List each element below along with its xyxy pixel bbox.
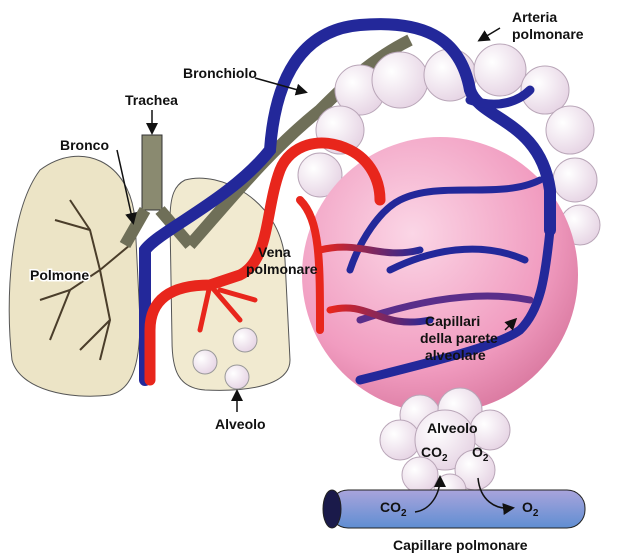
bronchial-tree [39,199,131,361]
label-trachea: Trachea [125,92,178,108]
label-bronco: Bronco [60,137,109,153]
left-lung [8,155,141,397]
label-arteria-2: polmonare [512,26,584,42]
label-vena-1: Vena [258,244,291,260]
label-capillare: Capillare polmonare [393,537,528,553]
gas-co2-capillare: CO2 [380,499,407,519]
alveolar-cluster [297,43,601,246]
bronchiole-tube [185,34,413,249]
small-alveoli [192,327,258,390]
label-alveolo-right: Alveolo [427,420,478,436]
pulmonary-capillary [322,489,586,529]
pulmonary-vein [144,137,386,386]
label-arteria-1: Arteria [512,9,557,25]
gas-co2-alveolo: CO2 [421,444,448,464]
leader-lines [116,27,518,412]
label-capillari-1: Capillari [425,313,480,329]
label-alveolo-left: Alveolo [215,416,266,432]
label-bronchiolo: Bronchiolo [183,65,257,81]
gas-o2-alveolo: O2 [472,444,489,464]
label-capillari-3: alveolare [425,347,486,363]
trachea [119,34,413,249]
label-polmone: Polmone [30,267,89,283]
label-vena-2: polmonare [246,261,318,277]
pulmonary-artery [139,18,556,386]
label-capillari-2: della parete [420,330,498,346]
blood-vessels [139,18,556,386]
gas-o2-capillare: O2 [522,499,539,519]
alveolus-sphere [302,137,578,413]
gas-exchange-arrows [414,475,515,516]
